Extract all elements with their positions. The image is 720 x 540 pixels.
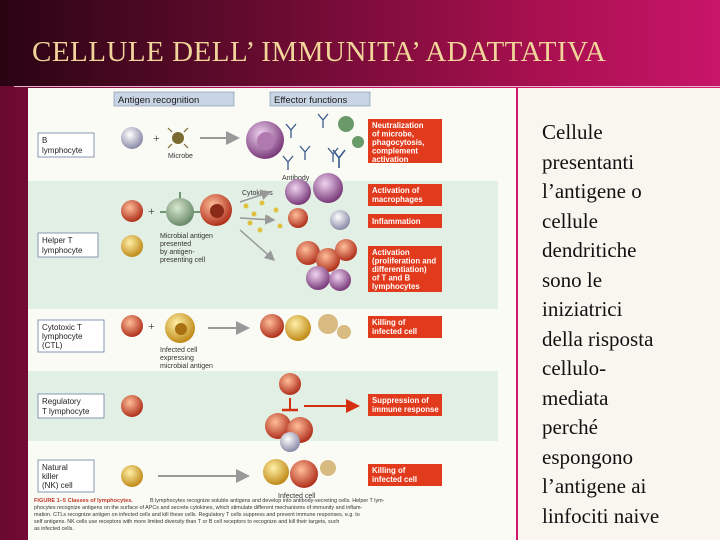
caption-line: as infected cells. [34, 526, 74, 532]
caption-line: B lymphocytes recognize soluble antigens… [150, 498, 385, 504]
svg-text:+: + [148, 204, 155, 218]
body-line: Cellule [542, 118, 712, 148]
body-line: dendritiche [542, 236, 712, 266]
caption-line: self antigens. NK cells use receptors wi… [34, 519, 339, 525]
lymphocyte-classes-figure: Antigen recognition Effector functions B… [28, 88, 516, 540]
body-line: l’antigene ai [542, 472, 712, 502]
header-effector-functions: Effector functions [274, 95, 347, 106]
svg-text:+: + [148, 319, 155, 333]
text-panel: Cellule presentanti l’antigene o cellule… [518, 88, 720, 540]
body-line: della risposta [542, 325, 712, 355]
body-line: sono le [542, 266, 712, 296]
effect-inflammation-text: Inflammation [372, 217, 421, 226]
figure-caption: FIGURE 1–5 Classes of lymphocytes. B lym… [34, 498, 385, 532]
title-bar: CELLULE DELL’ IMMUNITA’ ADATTATIVA [0, 0, 720, 86]
svg-text:+: + [153, 131, 160, 145]
header-antigen-recognition: Antigen recognition [118, 95, 199, 106]
caption-line: phocytes recognize antigens on the surfa… [34, 505, 362, 511]
body-text: Cellule presentanti l’antigene o cellule… [542, 118, 712, 531]
body-line: cellulo- [542, 354, 712, 384]
caption-line: mation. CTLs recognize antigen on infect… [34, 512, 360, 518]
body-line: perché [542, 413, 712, 443]
title-divider [14, 86, 720, 87]
body-line: iniziatrici [542, 295, 712, 325]
slide-title: CELLULE DELL’ IMMUNITA’ ADATTATIVA [32, 36, 606, 69]
body-line: presentanti [542, 148, 712, 178]
body-line: l’antigene o [542, 177, 712, 207]
body-line: linfociti naive [542, 502, 712, 532]
label-microbe: Microbe [168, 153, 193, 160]
body-line: mediata [542, 384, 712, 414]
caption-title: FIGURE 1–5 Classes of lymphocytes. [34, 498, 133, 504]
body-line: espongono [542, 443, 712, 473]
body-line: cellule [542, 207, 712, 237]
